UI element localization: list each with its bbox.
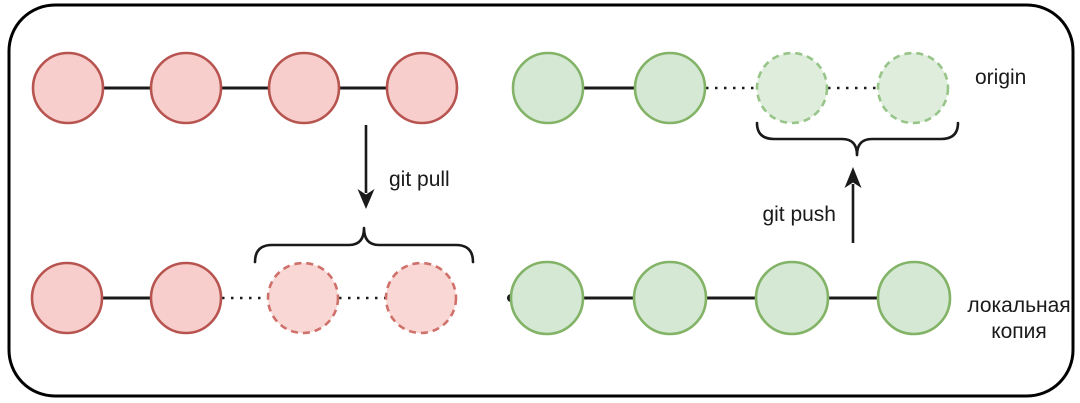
commit-node-red-solid <box>267 51 341 125</box>
commit-node-green-solid <box>509 260 585 336</box>
row-push-source <box>507 260 952 336</box>
commit-node-red-solid <box>385 51 459 125</box>
git-pull-arrow: git pull <box>357 125 450 209</box>
commit-node-red-solid <box>31 51 105 125</box>
commit-node-red-dashed <box>384 261 458 335</box>
commit-node-red-solid <box>149 51 223 125</box>
git-pull-label: git pull <box>389 168 450 191</box>
git-push-label: git push <box>762 203 836 226</box>
commit-node-green-solid <box>754 260 830 336</box>
commit-node-green-dashed <box>876 51 950 125</box>
origin-label: origin <box>975 66 1026 89</box>
commit-node-green-solid <box>633 51 707 125</box>
row-pull-result <box>30 261 458 335</box>
commit-node-green-solid <box>632 260 708 336</box>
local-copy-label-line1: локальная <box>967 294 1070 317</box>
row-push-target <box>511 51 950 125</box>
local-copy-label-line2: копия <box>991 320 1047 343</box>
arrow-head-down-icon <box>357 189 375 209</box>
commit-node-red-dashed <box>266 261 340 335</box>
commit-node-green-dashed <box>755 51 829 125</box>
commit-node-green-solid <box>511 51 585 125</box>
local-copy-label: локальная копия <box>967 294 1070 343</box>
pulled-commits-brace <box>253 226 475 264</box>
commit-node-red-solid <box>149 261 223 335</box>
commit-node-green-solid <box>876 260 952 336</box>
row-pull-source <box>31 51 459 125</box>
pushed-commits-brace <box>755 121 960 157</box>
commit-node-red-solid <box>30 261 104 335</box>
git-push-arrow: git push <box>762 167 862 243</box>
arrow-head-up-icon <box>844 167 862 188</box>
